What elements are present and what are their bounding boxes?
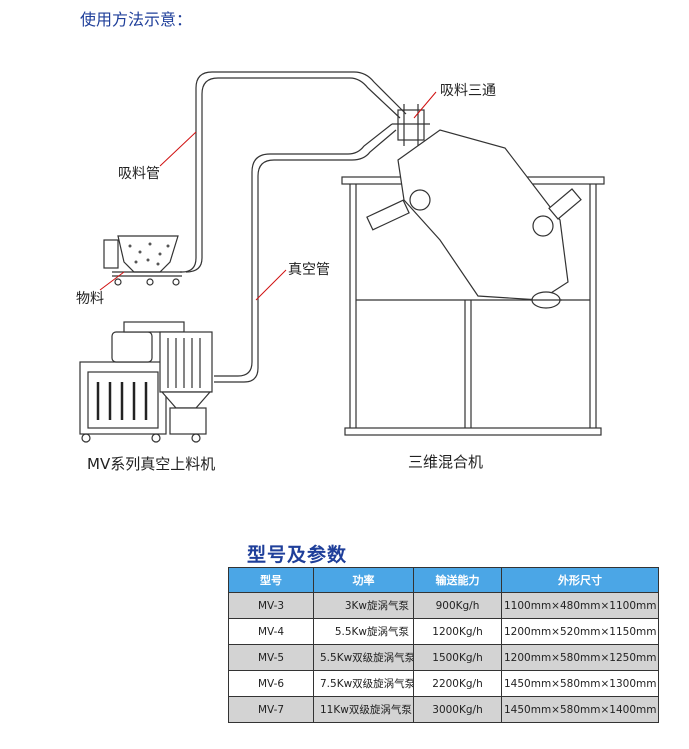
table-row: MV-4 5.5Kw旋涡气泵 1200Kg/h 1200mm×520mm×115… xyxy=(228,618,659,645)
header-model: 型号 xyxy=(228,567,314,593)
spec-header-row: 型号 功率 输送能力 外形尺寸 xyxy=(228,567,659,593)
cell-model: MV-7 xyxy=(228,696,314,723)
cell-model: MV-3 xyxy=(228,592,314,619)
usage-title: 使用方法示意： xyxy=(80,10,193,29)
cell-model: MV-4 xyxy=(228,618,314,645)
header-capacity: 输送能力 xyxy=(413,567,502,593)
label-suction-pipe: 吸料管 xyxy=(118,166,160,182)
cell-power: 7.5Kw双级旋涡气泵 xyxy=(313,670,414,697)
cell-capacity: 2200Kg/h xyxy=(413,670,502,697)
spec-table: 型号 功率 输送能力 外形尺寸 MV-3 3Kw旋涡气泵 900Kg/h 110… xyxy=(228,567,659,723)
material-hopper xyxy=(103,235,182,286)
header-dimensions: 外形尺寸 xyxy=(501,567,659,593)
cell-model: MV-6 xyxy=(228,670,314,697)
cell-dimensions: 1200mm×520mm×1150mm xyxy=(501,618,659,645)
cell-dimensions: 1100mm×480mm×1100mm xyxy=(501,592,659,619)
label-vacuum-pipe: 真空管 xyxy=(288,262,330,278)
usage-diagram xyxy=(79,71,605,443)
cell-power: 5.5Kw旋涡气泵 xyxy=(313,618,414,645)
table-row: MV-6 7.5Kw双级旋涡气泵 2200Kg/h 1450mm×580mm×1… xyxy=(228,670,659,697)
spec-title: 型号及参数 xyxy=(247,544,348,566)
mixer-drum xyxy=(366,104,582,309)
table-row: MV-3 3Kw旋涡气泵 900Kg/h 1100mm×480mm×1100mm xyxy=(228,592,659,619)
table-row: MV-7 11Kw双级旋涡气泵 3000Kg/h 1450mm×580mm×14… xyxy=(228,696,659,723)
cell-capacity: 1200Kg/h xyxy=(413,618,502,645)
cell-capacity: 1500Kg/h xyxy=(413,644,502,671)
cell-model: MV-5 xyxy=(228,644,314,671)
label-mixer: 三维混合机 xyxy=(408,453,484,471)
table-row: MV-5 5.5Kw双级旋涡气泵 1500Kg/h 1200mm×580mm×1… xyxy=(228,644,659,671)
label-material: 物料 xyxy=(76,291,104,307)
cell-dimensions: 1200mm×580mm×1250mm xyxy=(501,644,659,671)
cell-dimensions: 1450mm×580mm×1400mm xyxy=(501,696,659,723)
suction-pipe xyxy=(180,71,407,273)
cell-power: 11Kw双级旋涡气泵 xyxy=(313,696,414,723)
header-power: 功率 xyxy=(313,567,414,593)
cell-power: 3Kw旋涡气泵 xyxy=(313,592,414,619)
label-suction-tee: 吸料三通 xyxy=(440,83,496,99)
label-loader: MV系列真空上料机 xyxy=(87,455,216,473)
cell-capacity: 900Kg/h xyxy=(413,592,502,619)
vacuum-loader xyxy=(79,321,213,443)
cell-power: 5.5Kw双级旋涡气泵 xyxy=(313,644,414,671)
cell-capacity: 3000Kg/h xyxy=(413,696,502,723)
vacuum-pipe xyxy=(214,123,397,383)
cell-dimensions: 1450mm×580mm×1300mm xyxy=(501,670,659,697)
